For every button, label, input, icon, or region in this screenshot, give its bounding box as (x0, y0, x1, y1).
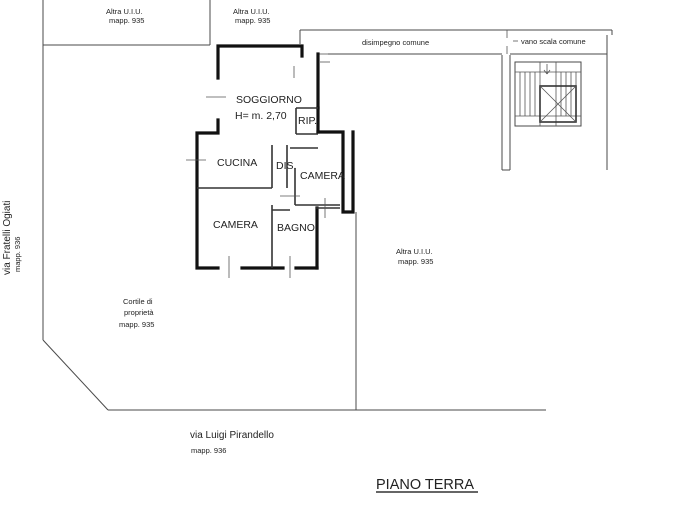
opening-marks (186, 61, 330, 278)
label-via-fratelli-ogiati: via Fratelli Ogiati (2, 201, 13, 275)
labels: Altra U.I.U. mapp. 935 Altra U.I.U. mapp… (2, 7, 586, 493)
common-corridor (299, 29, 613, 55)
room-label-disimpegno: DIS. (276, 160, 296, 172)
room-label-soggiorno: SOGGIORNO (236, 94, 302, 106)
stairwell (514, 61, 582, 127)
label-mapp-936-left: mapp. 936 (13, 237, 22, 272)
label-mapp-935-cortile: mapp. 935 (119, 320, 154, 329)
room-label-camera-left: CAMERA (213, 219, 258, 231)
label-mapp-936-bottom: mapp. 936 (191, 446, 226, 455)
label-altra-uiu-top-left: Altra U.I.U. (106, 7, 143, 16)
label-proprieta: proprietà (124, 308, 154, 317)
room-height-label: H= m. 2,70 (235, 110, 287, 122)
room-label-ripostiglio: RIP. (298, 115, 317, 127)
room-label-bagno: BAGNO (277, 222, 315, 234)
label-via-luigi-pirandello: via Luigi Pirandello (190, 430, 274, 441)
label-altra-uiu-right: Altra U.I.U. (396, 247, 433, 256)
room-label-camera-right: CAMERA (300, 170, 345, 182)
apartment-walls (195, 44, 355, 270)
room-label-cucina: CUCINA (217, 157, 257, 169)
label-mapp-935-right: mapp. 935 (398, 257, 433, 266)
plan-title: PIANO TERRA (376, 477, 474, 493)
label-disimpegno-comune: disimpegno comune (362, 38, 429, 47)
label-mapp-935-top-left: mapp. 935 (109, 16, 144, 25)
label-vano-scala-comune: vano scala comune (521, 37, 586, 46)
label-cortile-di: Cortile di (123, 297, 153, 306)
property-boundaries (42, 0, 608, 411)
label-mapp-935-top: mapp. 935 (235, 16, 270, 25)
label-altra-uiu-top: Altra U.I.U. (233, 7, 270, 16)
